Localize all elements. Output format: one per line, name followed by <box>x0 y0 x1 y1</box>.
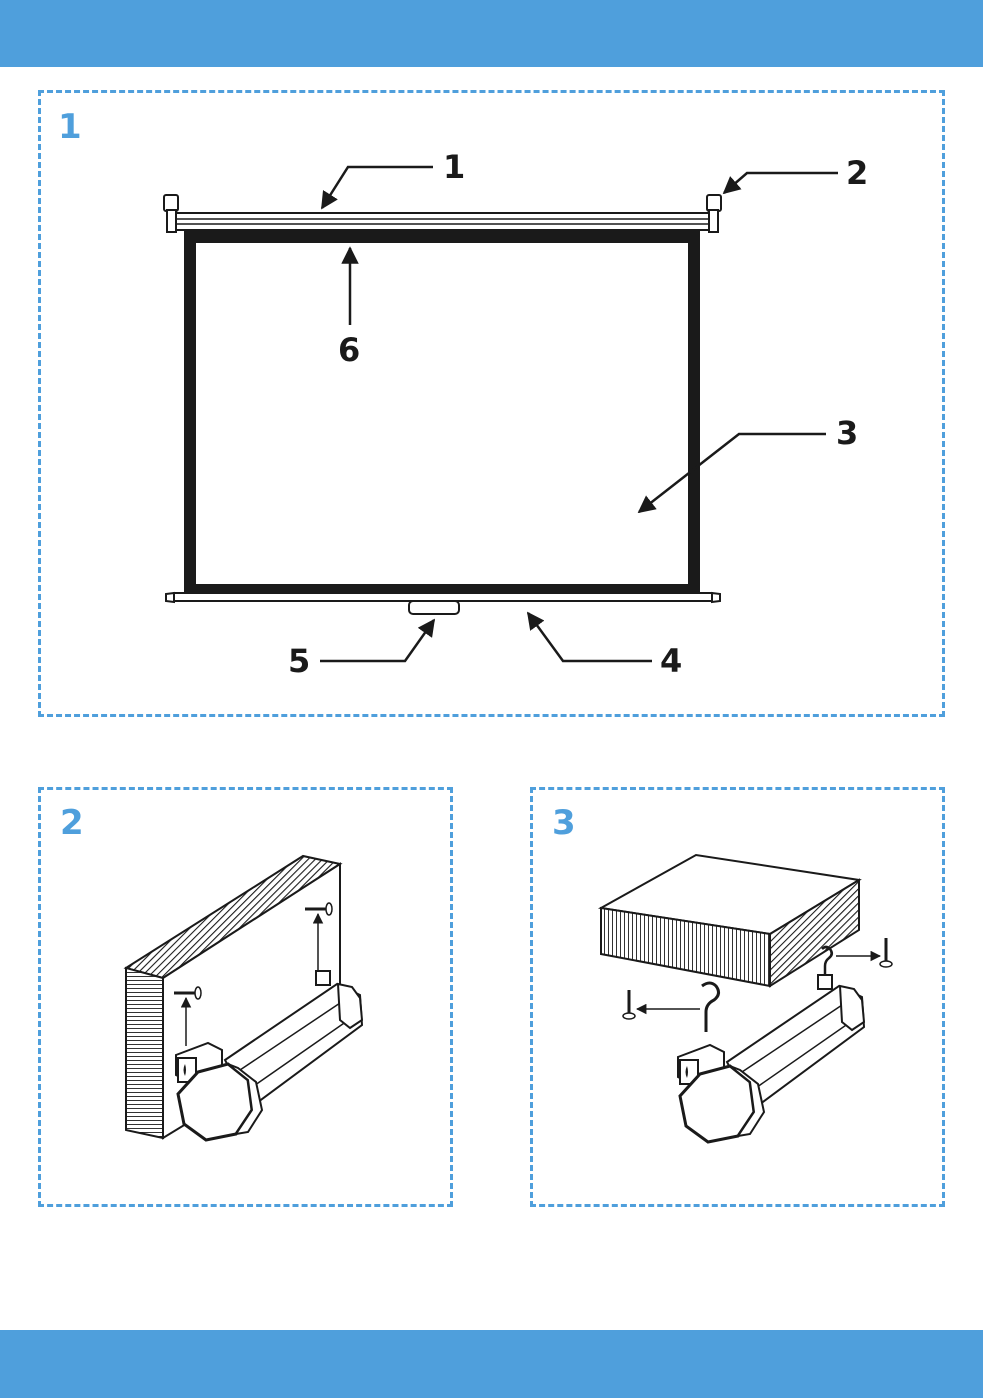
callout-2-label: 2 <box>846 154 868 192</box>
right-end-cap <box>707 195 721 232</box>
callout-6-label: 6 <box>338 331 360 369</box>
wall-side-face <box>126 968 163 1138</box>
projector-screen-drawing: 1 2 3 4 5 6 <box>164 148 868 680</box>
screw-icon <box>880 938 892 967</box>
ceiling-mount-drawing <box>601 855 892 1142</box>
screen-black-border <box>190 237 694 590</box>
left-end-cap <box>164 195 178 232</box>
wall-mount-drawing <box>126 856 362 1140</box>
callout-1-label: 1 <box>443 148 465 186</box>
pull-handle <box>409 601 459 614</box>
hook-icon <box>702 983 719 1032</box>
callout-5-label: 5 <box>288 642 310 680</box>
callout-4-label: 4 <box>660 642 682 680</box>
screw-icon <box>623 990 635 1019</box>
top-roller <box>172 213 714 230</box>
callout-3-label: 3 <box>836 414 858 452</box>
footer-band <box>0 1330 983 1398</box>
